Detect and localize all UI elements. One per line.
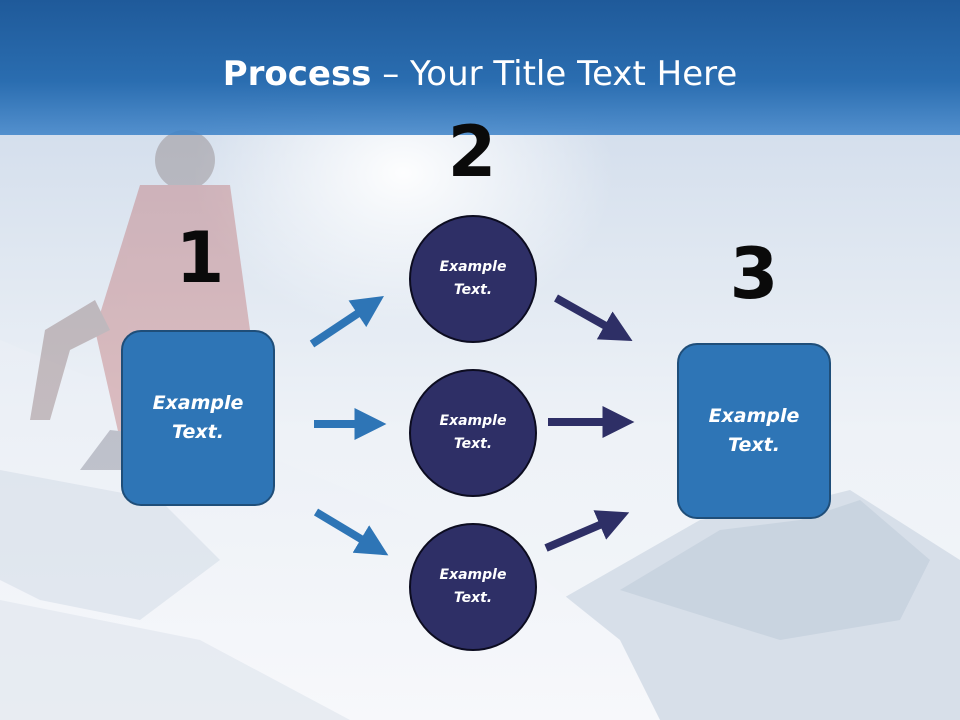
arrow-left-to-top xyxy=(309,296,384,348)
step-number-2: 2 xyxy=(447,111,497,193)
arrow-left-to-bottom xyxy=(313,508,389,556)
title-rest: – Your Title Text Here xyxy=(371,54,738,94)
step-number-3: 3 xyxy=(729,233,779,315)
arrow-bottom-to-right xyxy=(544,510,630,552)
left-process-box: Example Text. xyxy=(121,330,275,506)
circle-middle-text: Example Text. xyxy=(439,413,507,452)
right-process-box: Example Text. xyxy=(677,343,831,519)
arrow-top-to-right xyxy=(554,294,633,342)
circle-bottom: Example Text. xyxy=(409,523,537,651)
circle-bottom-text: Example Text. xyxy=(439,567,507,606)
step-number-1: 1 xyxy=(175,217,225,299)
title-bar xyxy=(0,0,960,135)
left-box-text: Example Text. xyxy=(152,392,244,443)
slide-title: Process – Your Title Text Here xyxy=(0,52,960,96)
right-box-text: Example Text. xyxy=(708,405,800,456)
circle-middle: Example Text. xyxy=(409,369,537,497)
circle-top: Example Text. xyxy=(409,215,537,343)
circle-top-text: Example Text. xyxy=(439,259,507,298)
title-bold: Process xyxy=(222,54,372,94)
